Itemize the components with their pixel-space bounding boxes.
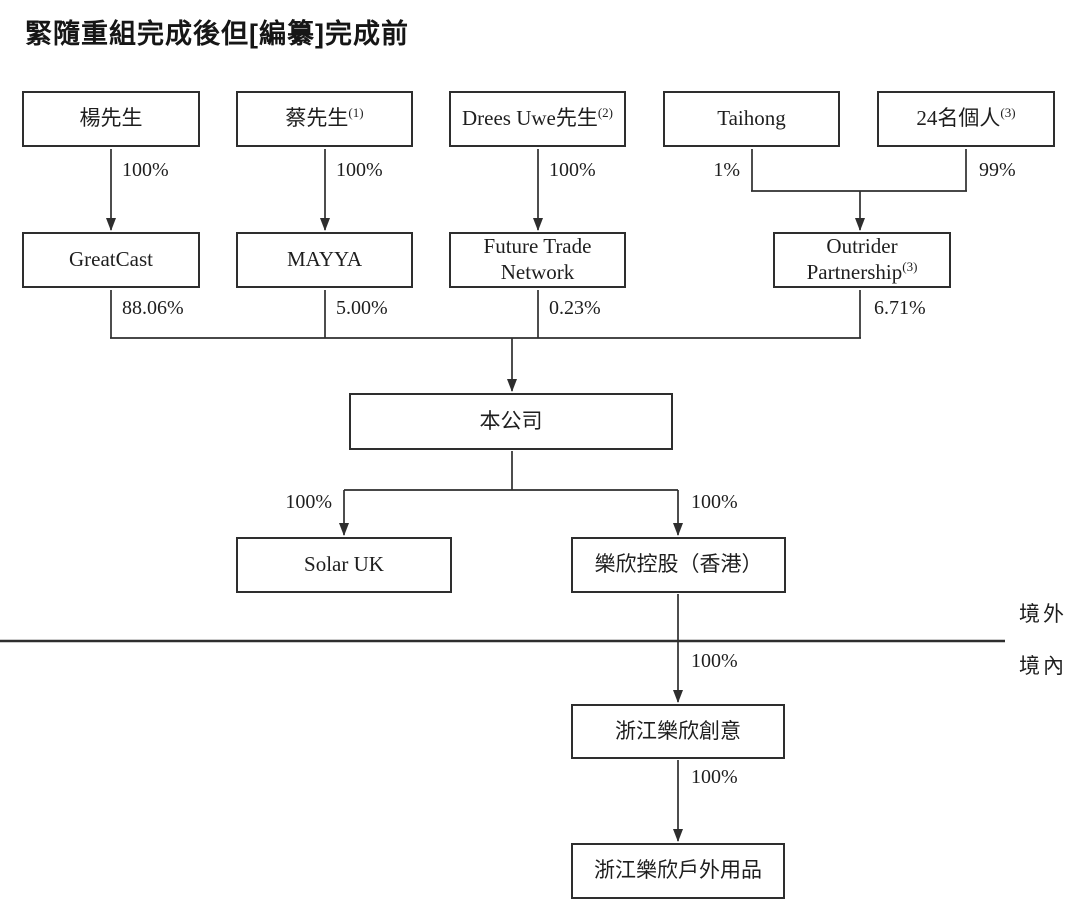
region-label-onshore: 境內 [1019,654,1067,678]
pct-outrider-company: 6.71% [874,297,926,319]
pct-cai-mayya: 100% [336,159,383,181]
node-mr-drees-uwe: Drees Uwe先生(2) [449,91,626,147]
node-future-trade-network: Future Trade Network [449,232,626,288]
node-the-company: 本公司 [349,393,673,450]
node-label: GreatCast [69,247,153,272]
node-label: 樂欣控股（香港） [594,552,763,577]
node-solar-uk: Solar UK [236,537,452,593]
node-label: Taihong [717,106,786,131]
pct-company-lexinhk: 100% [691,491,738,513]
pct-individuals-outrider: 99% [979,159,1016,181]
node-label: MAYYA [286,247,363,272]
footnote-sup: (2) [597,105,614,121]
node-outrider-partnership: Outrider Partnership(3) [773,232,951,288]
node-zhejiang-lexin-outdoor-products: 浙江樂欣戶外用品 [571,843,785,899]
node-label: 本公司 [479,408,543,433]
node-mr-cai: 蔡先生(1) [236,91,413,147]
node-mr-yang: 楊先生 [22,91,200,147]
pct-taihong-outrider: 1% [713,159,740,181]
node-zhejiang-lexin-creative: 浙江樂欣創意 [571,704,785,759]
footnote-sup: (1) [348,105,364,121]
pct-creative-outdoor: 100% [691,766,738,788]
node-label: 蔡先生 [285,106,349,131]
pct-lexinhk-creative: 100% [691,650,738,672]
node-taihong: Taihong [663,91,840,147]
node-label: Drees Uwe先生 [461,106,598,131]
pct-mayya-company: 5.00% [336,297,388,319]
pct-drees-ftn: 100% [549,159,596,181]
node-label: 浙江樂欣戶外用品 [594,858,762,883]
footnote-sup: (3) [902,259,918,274]
node-label: 楊先生 [79,106,143,131]
node-greatcast: GreatCast [22,232,200,288]
pct-yang-greatcast: 100% [122,159,169,181]
region-label-offshore: 境外 [1019,602,1067,626]
footnote-sup: (3) [1000,105,1016,121]
node-label: Future Trade Network [483,234,592,284]
node-label: Solar UK [304,552,384,577]
node-label: 浙江樂欣創意 [615,718,741,743]
node-label: 24名個人 [916,106,1001,131]
node-lexin-holdings-hk: 樂欣控股（香港） [571,537,786,593]
node-mayya: MAYYA [236,232,413,288]
node-24-individuals: 24名個人(3) [877,91,1055,147]
pct-company-solaruk: 100% [285,491,332,513]
diagram-title: 緊隨重組完成後但[編纂]完成前 [25,19,409,49]
node-label: Outrider Partnership [806,234,903,284]
pct-greatcast-company: 88.06% [122,297,184,319]
pct-ftn-company: 0.23% [549,297,601,319]
